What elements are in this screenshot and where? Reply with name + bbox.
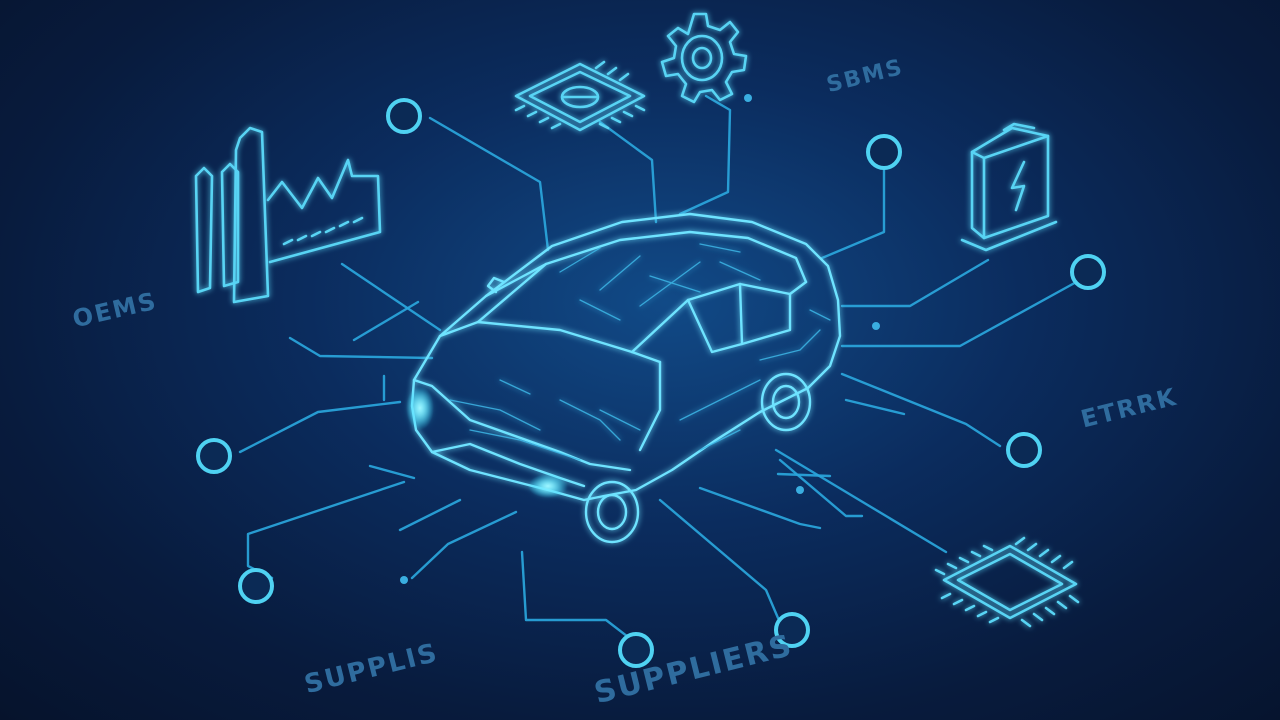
connector-line	[410, 510, 518, 580]
endpoint-node	[774, 612, 810, 648]
endpoint-node	[1006, 432, 1042, 468]
connector-line	[520, 550, 634, 642]
endpoint-node	[238, 568, 274, 604]
chip-icon	[934, 536, 1080, 628]
endpoint-node	[196, 438, 232, 474]
connector-line	[844, 398, 906, 416]
connector-line	[598, 120, 658, 224]
connector-line	[658, 498, 780, 620]
connector-line	[774, 448, 948, 554]
connector-line	[246, 480, 406, 580]
connector-line	[776, 472, 832, 478]
microchip-icon	[514, 60, 646, 132]
endpoint-node	[386, 98, 422, 134]
connector-line	[340, 262, 442, 332]
connector-line	[840, 372, 1002, 448]
connector-line	[678, 94, 732, 216]
endpoint-node	[618, 632, 654, 668]
connector-line	[698, 486, 822, 530]
connector-line	[840, 258, 990, 308]
factory-icon	[194, 126, 382, 304]
connector-line	[288, 336, 434, 360]
endpoint-node	[866, 134, 902, 170]
connector-line	[368, 464, 416, 480]
battery-icon	[960, 122, 1058, 252]
endpoint-nodes	[196, 94, 1106, 668]
connector-line	[820, 166, 886, 260]
connector-line	[238, 400, 402, 454]
connector-line	[428, 116, 550, 252]
connector-line	[352, 300, 420, 342]
connector-line	[840, 278, 1082, 348]
junction-dot	[400, 576, 408, 584]
connector-line	[778, 458, 864, 518]
junction-dot	[744, 94, 752, 102]
junction-dot	[872, 322, 880, 330]
junction-dot	[796, 486, 804, 494]
gear-icon	[660, 12, 748, 104]
car-icon	[406, 212, 842, 544]
endpoint-node	[1070, 254, 1106, 290]
connector-line	[398, 498, 462, 532]
